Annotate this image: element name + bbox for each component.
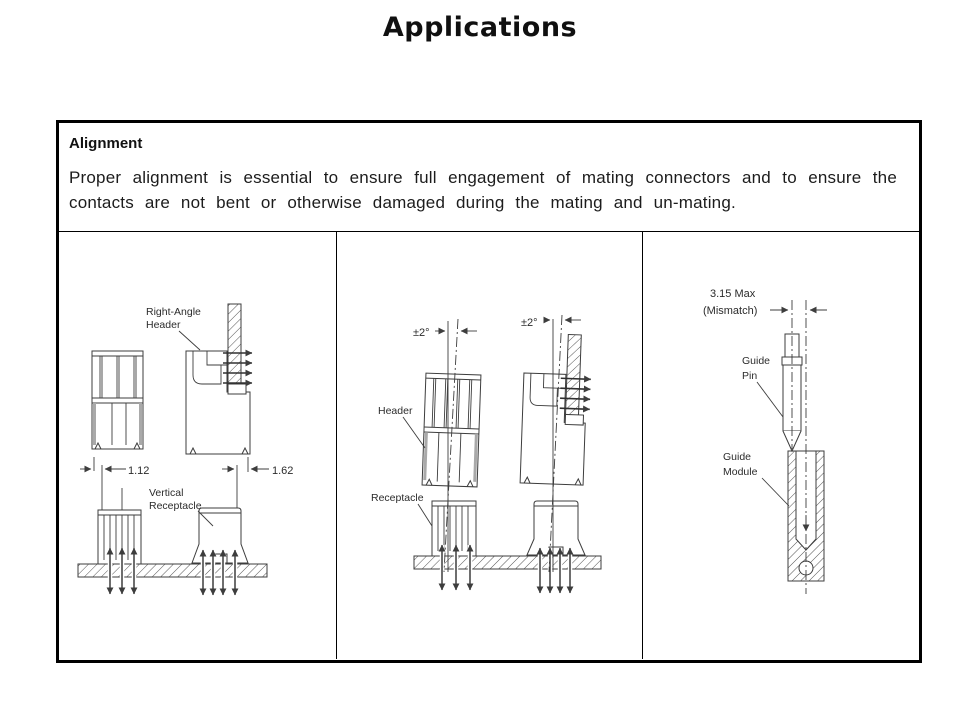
mismatch-label-line1: 3.15 Max bbox=[710, 288, 756, 300]
angle-tolerance-right-label: ±2° bbox=[521, 317, 538, 329]
guide-module-label-line2: Module bbox=[723, 466, 758, 478]
header-leader bbox=[402, 416, 426, 449]
dimension-1-62: 1.62 bbox=[222, 457, 293, 508]
mismatch-dimension: 3.15 Max (Mismatch) bbox=[703, 288, 827, 317]
dim-1-62-label: 1.62 bbox=[272, 465, 293, 477]
right-angle-header-leader bbox=[178, 330, 201, 351]
receptacle-pins bbox=[438, 544, 574, 594]
angular-tolerance-drawing: ±2° ±2° Header Receptacle bbox=[371, 314, 602, 594]
alignment-section: Alignment Proper alignment is essential … bbox=[56, 120, 922, 663]
vertical-receptacle-label-line1: Vertical bbox=[149, 487, 183, 499]
guide-pin-label-line2: Pin bbox=[742, 370, 757, 382]
right-angle-header-label-line1: Right-Angle bbox=[146, 306, 201, 318]
right-angle-header-body bbox=[185, 349, 253, 455]
panel-wall bbox=[227, 303, 242, 393]
guide-module-leader bbox=[761, 477, 790, 507]
diagram-row: 1.12 1.62 Right-Angle Header Vertical Re… bbox=[59, 232, 919, 659]
header-label: Header bbox=[378, 405, 413, 417]
alignment-text-block: Alignment Proper alignment is essential … bbox=[59, 123, 919, 232]
angle-callout-right: ±2° bbox=[521, 316, 581, 329]
angle-callout-left: ±2° bbox=[413, 327, 477, 339]
panel-angular-tolerance: ±2° ±2° Header Receptacle bbox=[336, 232, 643, 659]
receptacle-pins bbox=[106, 547, 239, 596]
page-title: Applications bbox=[382, 12, 578, 43]
angle-tolerance-left-label: ±2° bbox=[413, 327, 430, 339]
pcb bbox=[77, 563, 268, 578]
guide-pin-label-line1: Guide bbox=[742, 355, 770, 367]
dim-1-12-label: 1.12 bbox=[128, 465, 149, 477]
tilted-right-angle-header bbox=[519, 333, 592, 486]
guide-pin-leader bbox=[756, 381, 784, 418]
vertical-receptacle-leader bbox=[197, 510, 214, 527]
plug-connector bbox=[91, 350, 144, 450]
centerlines bbox=[443, 314, 563, 573]
dimension-1-12: 1.12 bbox=[80, 457, 149, 510]
right-angle-header-label-line2: Header bbox=[146, 319, 181, 331]
receptacle-right bbox=[526, 500, 586, 556]
mismatch-label-line2: (Mismatch) bbox=[703, 305, 757, 317]
vertical-receptacle-label-line2: Receptacle bbox=[149, 500, 202, 512]
vertical-receptacle-right bbox=[191, 507, 249, 564]
guide-pin-drawing: 3.15 Max (Mismatch) Guide Pin Guide Modu… bbox=[703, 288, 827, 594]
alignment-body: Proper alignment is essential to ensure … bbox=[69, 168, 897, 212]
guide-module-label-line1: Guide bbox=[723, 451, 751, 463]
panel-right-angle-header: 1.12 1.62 Right-Angle Header Vertical Re… bbox=[59, 232, 336, 659]
alignment-heading: Alignment bbox=[69, 135, 143, 152]
pcb bbox=[413, 555, 602, 570]
receptacle-label: Receptacle bbox=[371, 492, 424, 504]
panel-guide-pin: 3.15 Max (Mismatch) Guide Pin Guide Modu… bbox=[643, 232, 919, 659]
receptacle-leader bbox=[417, 503, 433, 527]
right-angle-header-drawing: 1.12 1.62 Right-Angle Header Vertical Re… bbox=[77, 303, 293, 596]
